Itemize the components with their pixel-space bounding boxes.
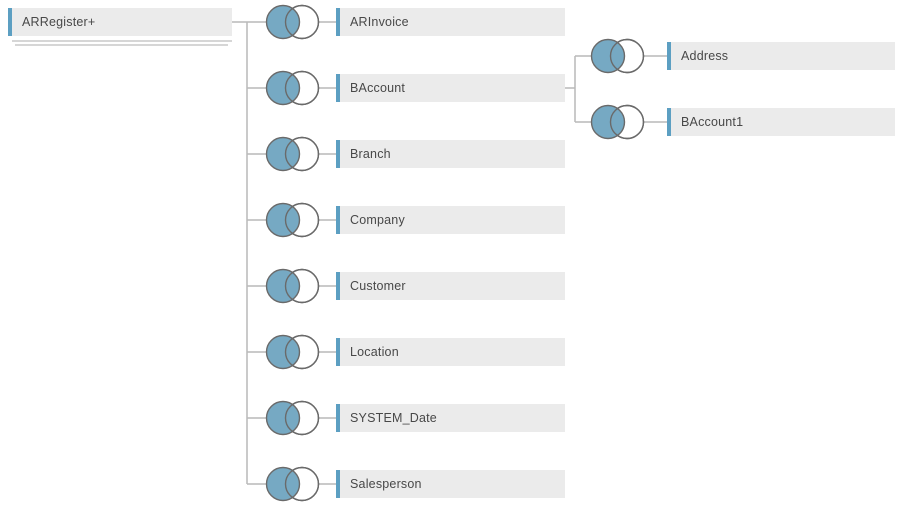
left-join-icon[interactable] [265,268,320,304]
table-node-address[interactable]: Address [667,42,895,70]
table-node-arregister[interactable]: ARRegister+ [8,8,232,36]
union-stack-indicator [15,44,228,46]
table-node-label: BAccount1 [681,115,744,129]
left-join-icon[interactable] [590,38,645,74]
table-node-location[interactable]: Location [336,338,565,366]
left-join-icon[interactable] [590,104,645,140]
table-node-customer[interactable]: Customer [336,272,565,300]
table-node-label: Customer [350,279,406,293]
table-node-label: Address [681,49,729,63]
table-node-label: BAccount [350,81,406,95]
table-node-label: Company [350,213,405,227]
left-join-icon[interactable] [265,70,320,106]
left-join-icon[interactable] [265,466,320,502]
table-node-company[interactable]: Company [336,206,565,234]
table-node-label: ARInvoice [350,15,409,29]
table-node-label: ARRegister+ [22,15,96,29]
left-join-icon[interactable] [265,400,320,436]
connector-lines [232,21,667,485]
table-node-system-date[interactable]: SYSTEM_Date [336,404,565,432]
table-node-label: Location [350,345,399,359]
table-node-branch[interactable]: Branch [336,140,565,168]
left-join-icon[interactable] [265,136,320,172]
table-node-salesperson[interactable]: Salesperson [336,470,565,498]
table-node-label: Branch [350,147,391,161]
left-join-icon[interactable] [265,4,320,40]
union-stack-indicator [12,40,232,42]
table-node-label: SYSTEM_Date [350,411,437,425]
table-node-baccount[interactable]: BAccount [336,74,565,102]
table-node-baccount1[interactable]: BAccount1 [667,108,895,136]
left-join-icon[interactable] [265,202,320,238]
left-join-icon[interactable] [265,334,320,370]
table-node-label: Salesperson [350,477,422,491]
table-node-arinvoice[interactable]: ARInvoice [336,8,565,36]
